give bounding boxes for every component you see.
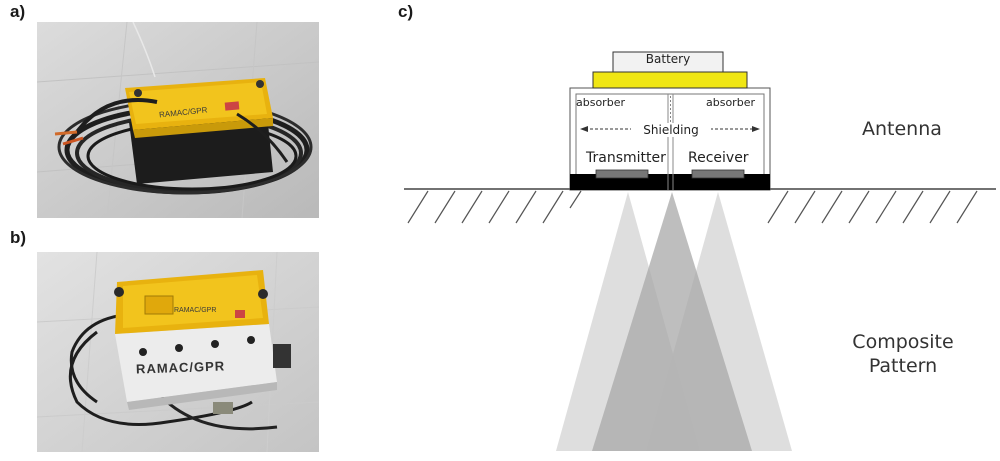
transmitter-element <box>595 169 649 179</box>
receiver-element <box>691 169 745 179</box>
transmitter-label: Transmitter <box>586 150 666 166</box>
absorber-left-label: absorber <box>576 96 625 109</box>
ramac-gpr-logo: RAMAC/GPR <box>135 358 226 377</box>
shielding-arrow-left <box>580 126 588 132</box>
antenna-housing-inner <box>575 93 765 185</box>
composite-beam <box>592 192 752 451</box>
absorber-right-label: absorber <box>706 96 755 109</box>
battery-box <box>612 51 724 73</box>
photo-a-illustration <box>37 22 319 218</box>
panel-label-c: c) <box>398 2 414 21</box>
photo-gpr-unit-top: RAMAC/GPR <box>37 22 319 218</box>
shielding-label: Shielding <box>631 123 711 137</box>
composite-label-line1: Composite <box>852 331 954 353</box>
ground-hatching <box>407 190 978 224</box>
battery-mount <box>592 71 748 89</box>
photo-gpr-unit-housing: RAMAC/GPR RAMAC/GPR <box>37 252 319 452</box>
antenna-diagram-graphics <box>404 51 996 451</box>
antenna-label: Antenna <box>862 118 942 140</box>
composite-label-line2: Pattern <box>868 355 938 377</box>
receiver-label: Receiver <box>688 150 749 166</box>
panel-label-a: a) <box>10 2 26 21</box>
composite-pattern-label: Composite Pattern <box>844 330 962 378</box>
shielding-arrow-right <box>752 126 760 132</box>
panel-label-b: b) <box>10 228 27 247</box>
photo-b-illustration <box>37 252 319 452</box>
device-top-label-text: RAMAC/GPR <box>174 307 217 314</box>
antenna-diagram: Battery absorber absorber Shielding Tran… <box>400 30 1000 461</box>
battery-label: Battery <box>645 52 691 66</box>
